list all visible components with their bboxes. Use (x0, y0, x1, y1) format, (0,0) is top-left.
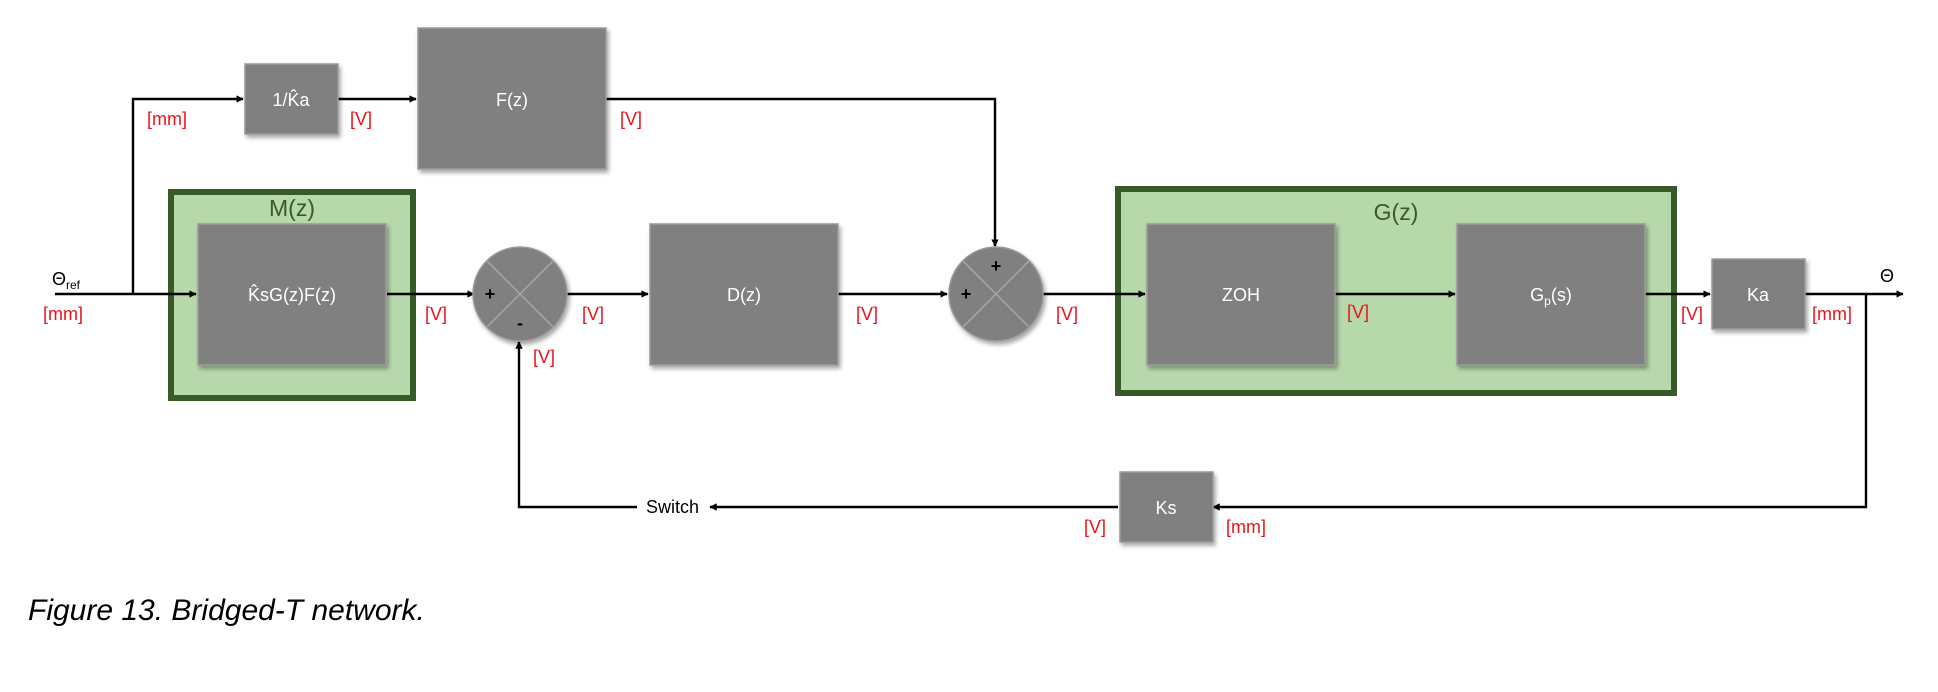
line-branch-to-inv-ka (131, 95, 244, 294)
unit-ks-out-v: [V] (1084, 517, 1106, 537)
unit-fz-v: [V] (620, 109, 642, 129)
unit-sum2-out-v: [V] (1056, 304, 1078, 324)
line-fz-to-sum2 (606, 97, 999, 247)
line-output-to-ks (1212, 294, 1868, 511)
theta-ref-label: Θref (52, 269, 81, 292)
block-gp (1456, 223, 1646, 366)
block-ka-label: Ka (1747, 285, 1770, 305)
block-fz (417, 27, 607, 170)
block-dz (649, 223, 839, 366)
unit-sum1-out-v: [V] (582, 304, 604, 324)
summing-junction-1: + - (472, 246, 568, 342)
group-g-label: G(z) (1374, 199, 1419, 225)
connections (55, 95, 1904, 511)
block-inv-ka-label: 1/K̂a (272, 89, 310, 110)
unit-ks-in-mm: [mm] (1226, 517, 1266, 537)
block-ks-label: Ks (1155, 498, 1176, 518)
sum2-plus-top-sign: + (991, 256, 1002, 276)
switch-label: Switch (646, 497, 699, 517)
unit-gp-v: [V] (1681, 304, 1703, 324)
unit-inv-ka-v: [V] (350, 109, 372, 129)
block-zoh-label: ZOH (1222, 285, 1260, 305)
block-zoh (1146, 223, 1336, 366)
block-ka (1711, 258, 1806, 330)
summing-junction-2: + + (948, 246, 1044, 342)
block-ksgf (197, 223, 387, 366)
unit-zoh-v: [V] (1347, 302, 1369, 322)
block-dz-label: D(z) (727, 285, 761, 305)
figure-caption: Figure 13. Bridged-T network. (28, 594, 425, 627)
unit-ka-mm: [mm] (1812, 304, 1852, 324)
unit-feedback-v: [V] (533, 347, 555, 367)
sum1-minus-sign: - (517, 313, 523, 333)
sum1-plus-sign: + (485, 284, 496, 304)
line-switch-to-sum1 (515, 341, 637, 509)
unit-input-mm: [mm] (43, 304, 83, 324)
unit-dz-v: [V] (856, 304, 878, 324)
block-fz-label: F(z) (496, 90, 528, 110)
theta-output-label: Θ (1880, 266, 1894, 286)
block-ks (1119, 471, 1214, 543)
block-gp-label: Gp(s) (1530, 285, 1572, 308)
block-ksgf-label: K̂sG(z)F(z) (248, 284, 336, 305)
unit-branch-mm: [mm] (147, 109, 187, 129)
block-inv-ka (244, 63, 339, 135)
unit-ksgf-v: [V] (425, 304, 447, 324)
group-m-label: M(z) (269, 195, 315, 221)
sum2-plus-left-sign: + (961, 284, 972, 304)
